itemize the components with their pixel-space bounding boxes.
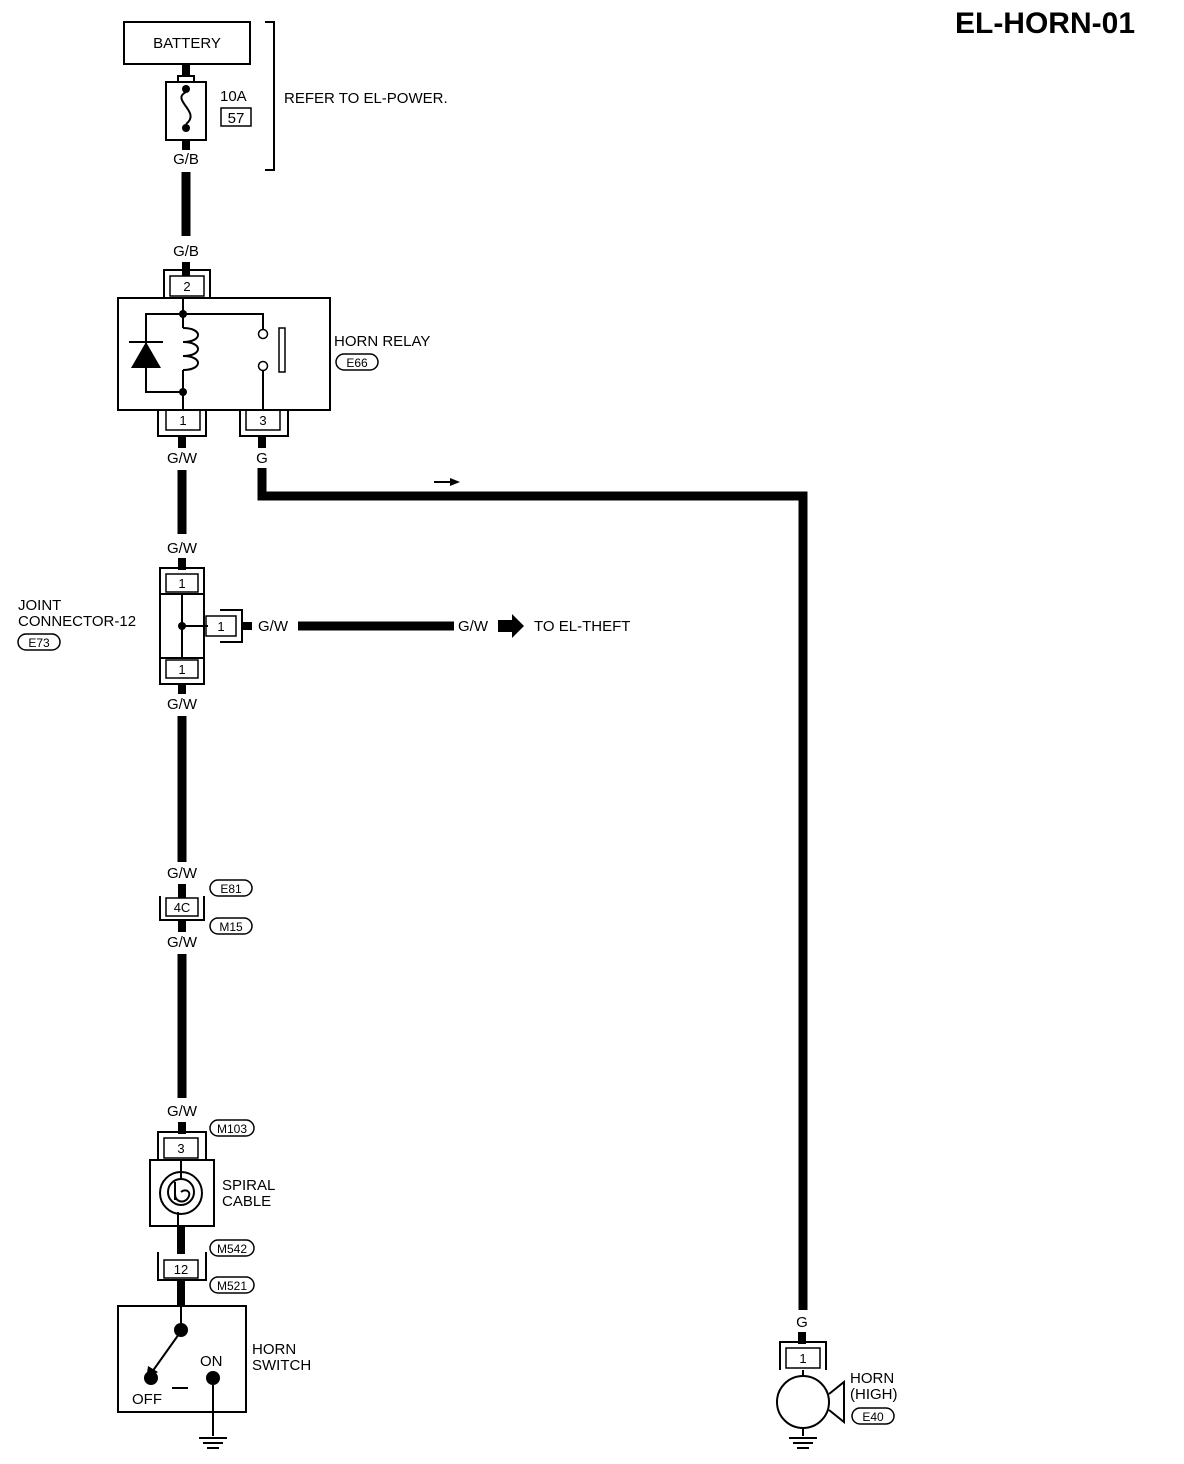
joint-label-line1: JOINT — [18, 597, 61, 614]
fuse: 10A 57 — [165, 75, 252, 141]
horn-label-line2: (HIGH) — [850, 1386, 898, 1403]
spiral-connector-mid: M542 — [217, 1242, 247, 1256]
spiral-connector-top: M103 — [217, 1122, 247, 1136]
horn-switch-on: ON — [200, 1353, 223, 1370]
spiral-label-line2: CABLE — [222, 1193, 271, 1210]
wire-color-relay-pin1: G/W — [167, 450, 198, 467]
inline-connector: 4C E81 M15 — [159, 879, 253, 935]
spiral-cable: 3 M103 SPIRAL CABLE 12 M542 M521 — [149, 1119, 275, 1294]
spiral-label-line1: SPIRAL — [222, 1177, 275, 1194]
wire-color-m15-out: G/W — [167, 934, 198, 951]
wire-color-m103-in: G/W — [167, 1103, 198, 1120]
refer-note: REFER TO EL-POWER. — [284, 90, 448, 107]
wire-color-relay-pin3: G — [256, 450, 268, 467]
joint-pin-top: 1 — [178, 576, 185, 591]
wire-color-joint-branch: G/W — [258, 618, 289, 635]
horn-switch-label-line2: SWITCH — [252, 1357, 311, 1374]
theft-label: TO EL-THEFT — [534, 618, 630, 635]
ground-icon — [199, 1437, 227, 1449]
wire-color-horn-in: G — [796, 1314, 808, 1331]
fuse-rating: 10A — [220, 88, 247, 105]
joint-pin-branch: 1 — [217, 619, 224, 634]
joint-connector-id: E73 — [28, 636, 50, 650]
battery-label: BATTERY — [153, 35, 221, 52]
spiral-pin-bottom: 12 — [174, 1262, 188, 1277]
wire-color-relay-in: G/B — [173, 243, 199, 260]
theft-arrow — [498, 614, 524, 638]
relay-pin-top: 2 — [183, 279, 190, 294]
horn-switch-label-line1: HORN — [252, 1341, 296, 1358]
wire-g-to-horn — [257, 468, 808, 1310]
relay-pin-coil: 1 — [179, 413, 186, 428]
diagram-title: EL-HORN-01 — [955, 7, 1135, 40]
refer-bracket — [265, 21, 275, 171]
wire-color-joint-out: G/W — [167, 696, 198, 713]
wire-color-e81-in: G/W — [167, 865, 198, 882]
spiral-pin-top: 3 — [177, 1141, 184, 1156]
inline-connector-pin: 4C — [174, 900, 191, 915]
relay-connector: E66 — [346, 356, 368, 370]
inline-connector-upper: E81 — [220, 882, 242, 896]
relay-pin-contact: 3 — [259, 413, 266, 428]
inline-connector-lower: M15 — [219, 920, 243, 934]
horn-relay: 2 HORN RELAY E66 1 3 — [117, 262, 430, 437]
fuse-number: 57 — [228, 110, 245, 127]
wire-color-theft: G/W — [458, 618, 489, 635]
horn-connector: E40 — [862, 1410, 884, 1424]
battery: BATTERY — [123, 21, 251, 65]
joint-connector: 1 1 1 JOINT CONNECTOR-12 E73 — [17, 567, 243, 685]
joint-pin-bottom: 1 — [178, 662, 185, 677]
horn-label-line1: HORN — [850, 1370, 894, 1387]
wire-color-joint-in: G/W — [167, 540, 198, 557]
horn-pin: 1 — [799, 1351, 806, 1366]
ground-icon — [789, 1437, 817, 1449]
horn: 1 HORN (HIGH) E40 — [776, 1341, 898, 1436]
wire-color-fuse-out: G/B — [173, 151, 199, 168]
relay-label: HORN RELAY — [334, 333, 430, 350]
spiral-connector-bottom: M521 — [217, 1279, 247, 1293]
horn-switch-off: OFF — [132, 1391, 162, 1408]
horn-switch: ON OFF HORN SWITCH — [117, 1305, 311, 1436]
joint-label-line2: CONNECTOR-12 — [18, 613, 136, 630]
